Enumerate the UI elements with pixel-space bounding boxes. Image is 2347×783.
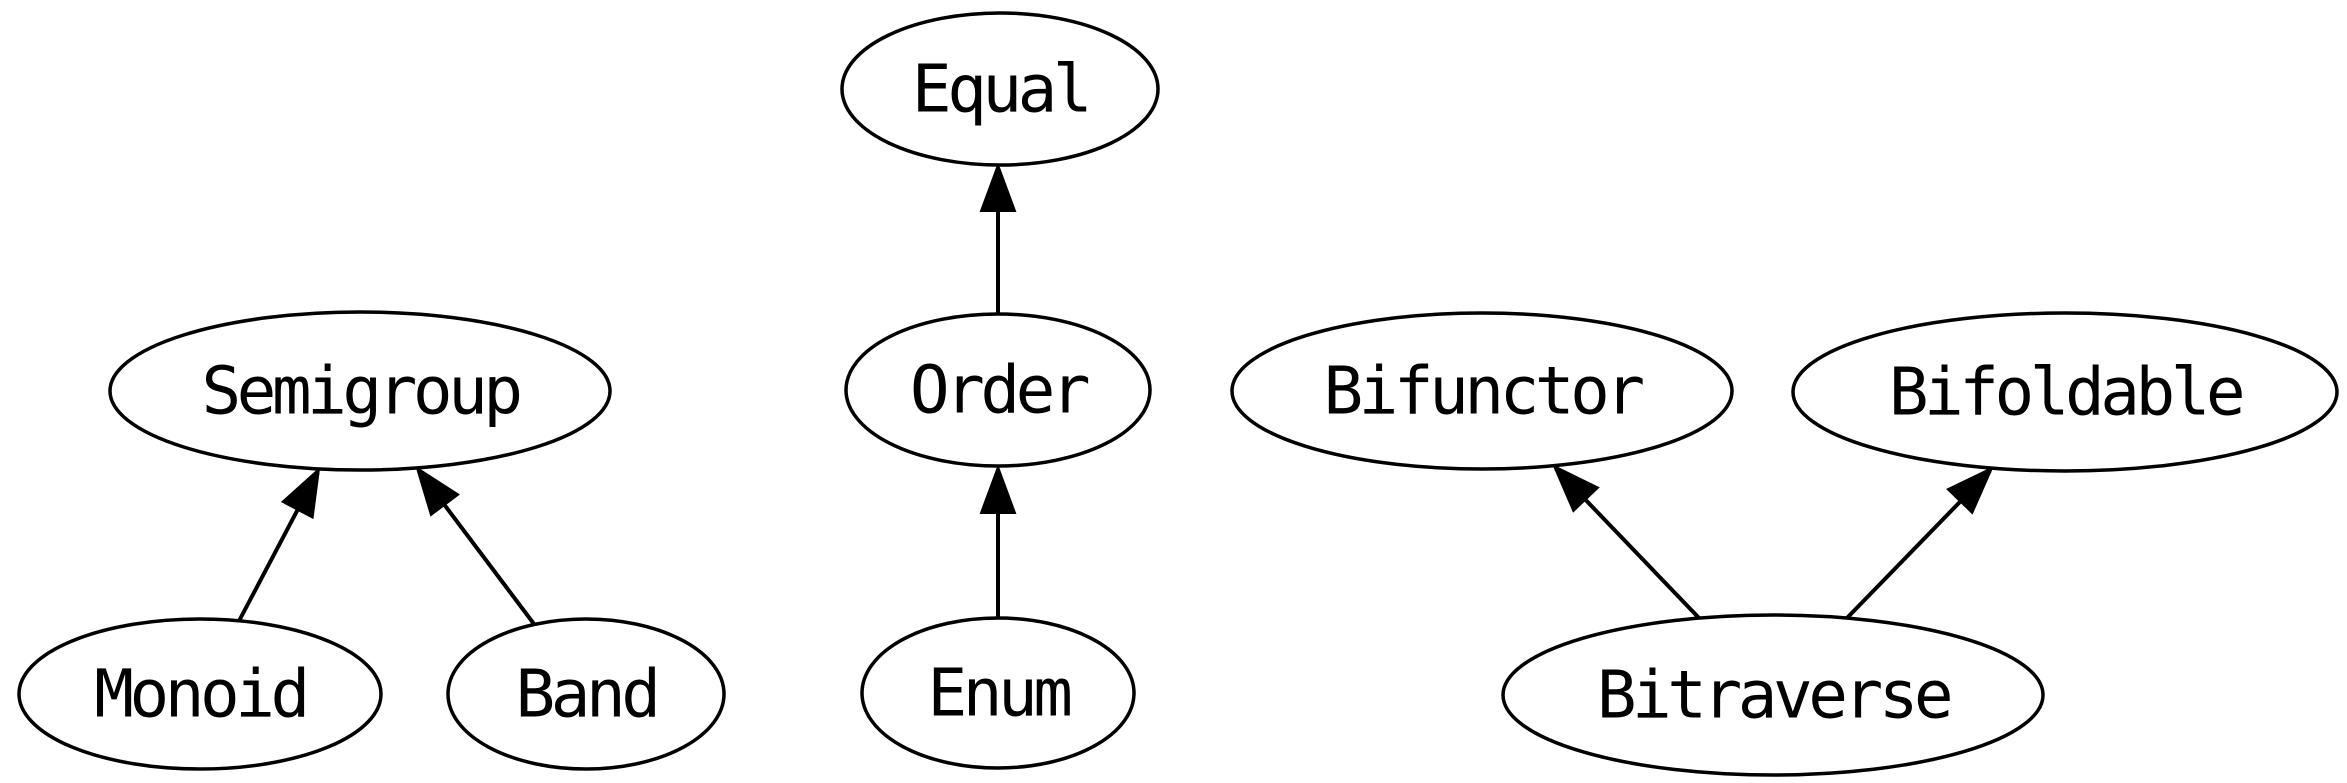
node-monoid: Monoid [17,617,383,771]
edge-enum-order [979,464,1017,618]
edge-monoid-semigroup-arrowhead [280,466,321,520]
node-band: Band [446,617,726,771]
node-bifoldable: Bifoldable [1791,311,2339,473]
node-bitraverse-ellipse [1501,613,2045,777]
node-monoid-label: Monoid [94,656,305,733]
edge-order-equal [979,162,1017,314]
node-semigroup-ellipse [108,310,612,472]
node-bifunctor: Bifunctor [1230,311,1734,471]
edge-bitraverse-bifunctor-arrowhead [1552,463,1600,513]
node-enum: Enum [860,616,1136,770]
edge-bitraverse-bifoldable [1845,465,1995,620]
node-enum-label: Enum [928,655,1071,732]
edge-enum-order-arrowhead [979,464,1017,514]
node-band-label: Band [516,656,657,733]
edge-band-semigroup-arrowhead [415,465,460,517]
node-semigroup-label: Semigroup [201,353,519,430]
node-equal-ellipse [840,11,1160,167]
edge-monoid-semigroup [237,466,321,622]
node-monoid-ellipse [17,617,383,771]
node-bitraverse: Bitraverse [1501,613,2045,777]
edge-band-semigroup [415,465,536,626]
node-equal: Equal [840,11,1160,167]
node-bitraverse-label: Bitraverse [1597,657,1950,734]
node-bifunctor-ellipse [1230,311,1734,471]
node-order-ellipse [844,312,1152,468]
node-order-label: Order [910,352,1089,429]
node-bifoldable-ellipse [1791,311,2339,473]
node-band-ellipse [446,617,726,771]
edge-order-equal-arrowhead [979,162,1017,212]
node-semigroup: Semigroup [108,310,612,472]
edge-bitraverse-bifoldable-arrowhead [1946,465,1995,515]
node-order: Order [844,312,1152,468]
edge-bitraverse-bifunctor [1552,463,1701,620]
node-bifunctor-label: Bifunctor [1323,353,1643,430]
node-bifoldable-label: Bifoldable [1889,354,2242,431]
node-equal-label: Equal [912,51,1088,128]
node-enum-ellipse [860,616,1136,770]
